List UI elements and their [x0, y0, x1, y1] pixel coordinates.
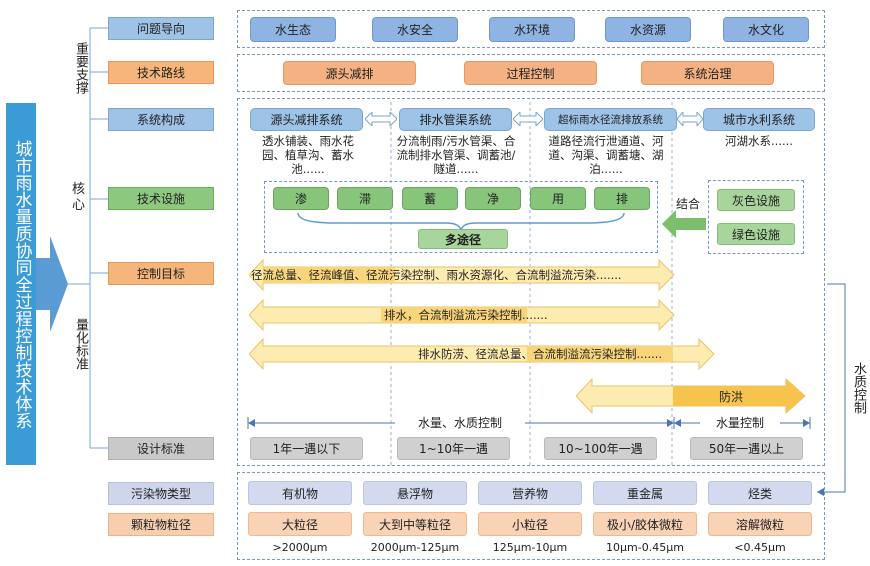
route-item: 源头减排	[283, 61, 416, 85]
facility-item: 用	[530, 187, 586, 210]
facility-item: 排	[594, 187, 650, 210]
facility-item: 渗	[273, 187, 329, 210]
left-arrow-icon	[662, 210, 706, 238]
particle-size: 125μm-10μm	[492, 541, 568, 554]
facility-frame	[264, 181, 658, 253]
standard-item: 10~100年一遇	[544, 437, 657, 460]
multi-path-box: 多途径	[418, 229, 508, 249]
column-dividers	[390, 102, 673, 466]
system-box: 源头减排系统	[250, 108, 363, 131]
route-row-frame	[237, 54, 825, 92]
pollutant-item: 营养物	[478, 481, 582, 505]
target-arrow-2	[249, 298, 675, 332]
system-box: 超标雨水径流排放系统	[544, 108, 677, 131]
water-quality-connector	[817, 283, 846, 496]
target-text: 防洪	[718, 389, 743, 404]
row-label-particle: 颗粒物粒径	[108, 513, 214, 536]
target-arrow-3	[249, 337, 715, 371]
core-frame	[237, 98, 825, 466]
problem-item: 水安全	[372, 17, 458, 42]
side-label-support: 重要支撑	[73, 42, 88, 94]
pollutant-frame	[237, 472, 825, 560]
double-arrow-icon	[677, 112, 703, 126]
particle-item: 溶解微粒	[708, 512, 812, 536]
brace-connector	[297, 212, 625, 231]
pollutant-item: 悬浮物	[363, 481, 467, 505]
row-label-system: 系统构成	[108, 108, 214, 131]
particle-item: 大到中等粒径	[363, 512, 467, 536]
double-arrow-icon	[365, 112, 397, 126]
particle-size: 2000μm-125μm	[370, 541, 460, 554]
standard-item: 50年一遇以上	[690, 437, 803, 460]
gray-green-frame	[708, 180, 804, 254]
side-label-quant: 量化标准	[73, 318, 88, 370]
system-desc: 河湖水系......	[725, 134, 793, 148]
facility-item: 蓄	[402, 187, 458, 210]
system-desc: 分流制雨/污水管渠、合流制排水管渠、调蓄池/隧道......	[396, 134, 516, 176]
route-item: 过程控制	[464, 61, 597, 85]
standard-item: 1年一遇以下	[250, 437, 363, 460]
problem-item: 水环境	[489, 17, 575, 42]
system-desc: 道路径流行泄通道、河道、沟渠、调蓄塘、湖泊......	[548, 134, 664, 176]
system-desc: 透水铺装、雨水花园、植草沟、蓄水池......	[262, 134, 354, 176]
gray-facility-box: 灰色设施	[717, 189, 795, 211]
main-title: 城市雨水量质协同全过程控制技术体系	[6, 103, 36, 465]
particle-item: 大粒径	[248, 512, 352, 536]
target-arrow-4	[576, 377, 806, 415]
problem-item: 水文化	[723, 17, 809, 42]
problem-item: 水资源	[605, 17, 691, 42]
route-item: 系统治理	[641, 61, 774, 85]
side-label-core: 核心	[72, 182, 86, 213]
row-label-problem: 问题导向	[108, 17, 214, 40]
main-arrow	[36, 236, 68, 332]
problem-item: 水生态	[250, 17, 336, 42]
target-text: 径流总量、径流峰值、径流污染控制、雨水资源化、合流制溢流污染.......	[251, 268, 622, 282]
row-label-route: 技术路线	[108, 61, 214, 84]
particle-size: >2000μm	[272, 541, 328, 554]
tree-connectors	[65, 27, 110, 449]
particle-item: 小粒径	[478, 512, 582, 536]
pollutant-item: 烃类	[708, 481, 812, 505]
row-label-target: 控制目标	[108, 262, 214, 285]
control-span-right: 水量控制	[700, 413, 780, 431]
row-label-standard: 设计标准	[108, 437, 214, 460]
target-arrow-1	[249, 258, 675, 292]
row-label-facility: 技术设施	[108, 187, 214, 210]
control-span-left: 水量、水质控制	[395, 413, 525, 431]
side-label-water-quality: 水质控制	[851, 362, 866, 414]
facility-item: 净	[465, 187, 521, 210]
pollutant-item: 有机物	[248, 481, 352, 505]
double-arrow-icon	[513, 112, 543, 126]
standard-item: 1~10年一遇	[397, 437, 510, 460]
target-text: 排水防涝、径流总量、合流制溢流污染控制.......	[418, 347, 663, 361]
particle-size: 10μm-0.45μm	[606, 541, 684, 554]
row-label-pollutant: 污染物类型	[108, 482, 214, 505]
problem-row-frame	[237, 10, 825, 48]
facility-item: 滞	[337, 187, 393, 210]
particle-size: <0.45μm	[734, 541, 786, 554]
system-box: 排水管渠系统	[399, 108, 512, 131]
particle-item: 极小/胶体微粒	[593, 512, 697, 536]
target-text: 排水，合流制溢流污染控制.......	[384, 308, 548, 322]
green-facility-box: 绿色设施	[717, 223, 795, 245]
combine-label: 结合	[676, 197, 701, 211]
system-box: 城市水利系统	[703, 108, 815, 131]
pollutant-item: 重金属	[593, 481, 697, 505]
